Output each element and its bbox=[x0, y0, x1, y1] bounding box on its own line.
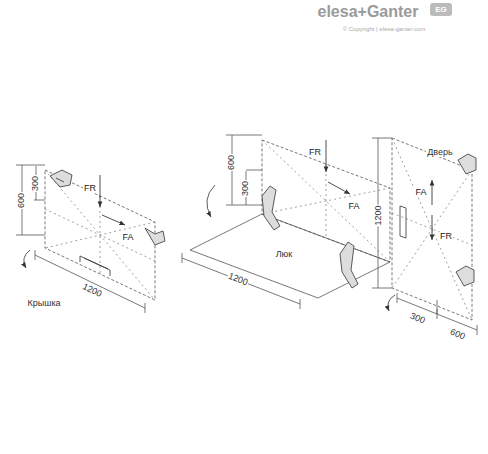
hatch-frame bbox=[262, 140, 390, 262]
rotation-arrow bbox=[207, 185, 215, 217]
hatch-dim-vertical bbox=[226, 135, 262, 205]
dimension: 300 bbox=[242, 179, 251, 196]
force-label: FA bbox=[347, 202, 360, 211]
rotation-arrow bbox=[24, 250, 30, 268]
logo-badge bbox=[430, 3, 452, 16]
door-dim-1200 bbox=[372, 138, 392, 288]
door-outline bbox=[392, 138, 472, 320]
dimension: 1200 bbox=[226, 271, 250, 287]
lid-outline bbox=[45, 170, 155, 300]
logo-text: elesa+Ganter bbox=[317, 4, 420, 20]
part-name: Люк bbox=[275, 250, 294, 259]
hatch-floor bbox=[190, 214, 390, 298]
dimension: 300 bbox=[408, 311, 427, 326]
door-diagonals bbox=[392, 138, 472, 320]
force-a-arrow bbox=[432, 180, 433, 205]
dimension: 300 bbox=[32, 174, 41, 191]
door-hinge bbox=[456, 154, 476, 286]
force-a-arrow bbox=[328, 182, 350, 194]
lid-dim-vertical bbox=[16, 165, 45, 235]
logo-badge-text: EG bbox=[434, 6, 448, 14]
dimension: 600 bbox=[18, 191, 27, 208]
force-r-arrow bbox=[100, 175, 101, 207]
lid-hinge bbox=[50, 170, 165, 245]
door-dim-bottom bbox=[397, 293, 477, 335]
force-r-arrow bbox=[326, 140, 327, 172]
lid-handle bbox=[80, 256, 110, 276]
part-name: Крышка bbox=[26, 299, 61, 308]
hatch-dim-1200 bbox=[182, 253, 300, 309]
force-label: FR bbox=[439, 232, 453, 241]
hatch-gas-spring bbox=[262, 186, 358, 288]
door-handle bbox=[400, 206, 406, 238]
hatch-diagonals bbox=[262, 140, 390, 262]
dimension: 600 bbox=[228, 153, 237, 170]
force-label: FR bbox=[83, 184, 97, 193]
part-name: Дверь bbox=[426, 148, 453, 157]
force-a-arrow bbox=[102, 215, 125, 225]
dimension: 1200 bbox=[80, 281, 104, 298]
force-r-arrow bbox=[432, 215, 433, 240]
force-label: FA bbox=[414, 188, 427, 197]
dimension: 1200 bbox=[374, 204, 383, 226]
copyright: © Copyright | elesa-ganter.com bbox=[342, 26, 427, 32]
force-label: FA bbox=[121, 233, 134, 242]
force-label: FR bbox=[308, 148, 322, 157]
rotation-arrow bbox=[388, 295, 395, 311]
dimension: 600 bbox=[448, 327, 467, 342]
lid-diagonals bbox=[45, 170, 155, 300]
